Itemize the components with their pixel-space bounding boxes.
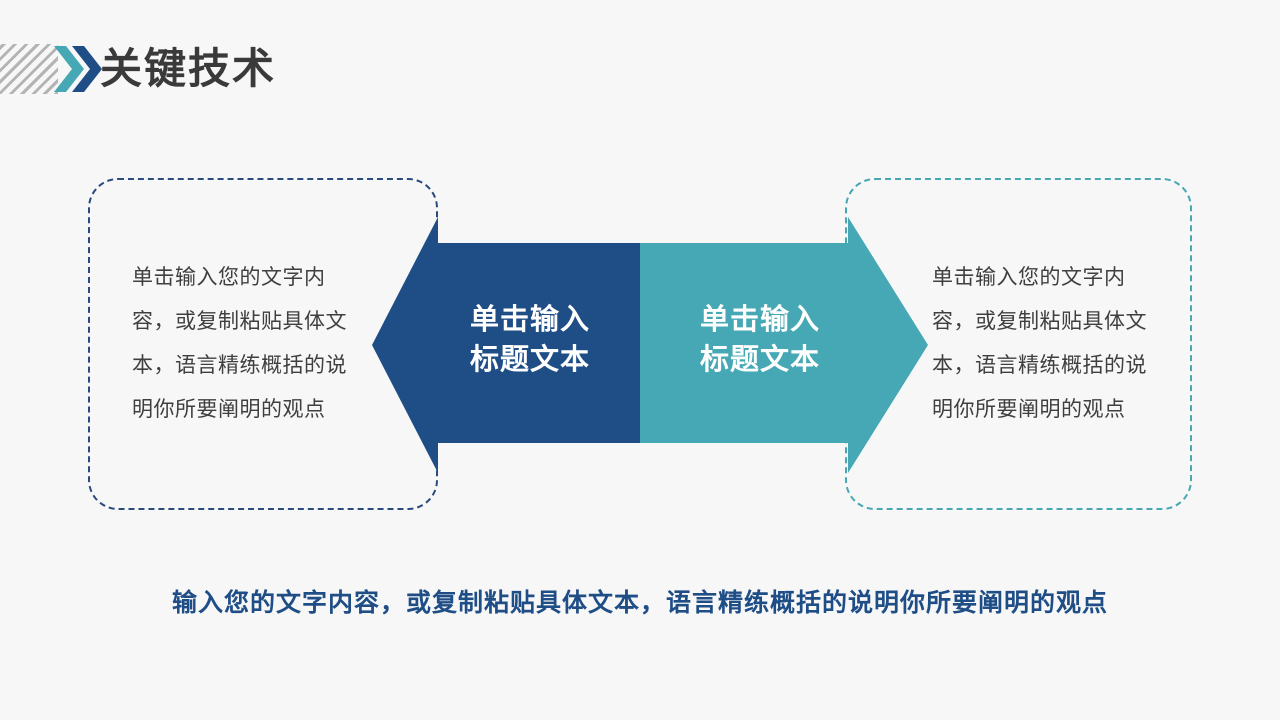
left-description-text: 单击输入您的文字内容，或复制粘贴具体文本，语言精练概括的说明你所要阐明的观点 [132,266,347,421]
right-arrow-label: 单击输入 标题文本 [699,304,820,376]
left-description-box: 单击输入您的文字内容，或复制粘贴具体文本，语言精练概括的说明你所要阐明的观点 [88,178,438,510]
page-title: 关键技术 [100,45,277,92]
arrows-svg [372,217,928,473]
bottom-caption: 输入您的文字内容，或复制粘贴具体文本，语言精练概括的说明你所要阐明的观点 [171,589,1108,617]
hatch-pattern-decoration [0,44,58,94]
double-chevron-icon [54,46,102,92]
right-arrow-shape [640,217,928,473]
left-arrow-label: 单击输入 标题文本 [469,304,590,376]
slide-header: 关键技术 [0,38,700,100]
chevron-icons [52,40,102,98]
left-arrow-shape [372,217,640,473]
opposing-arrows-graphic: 单击输入 标题文本 单击输入 标题文本 [360,210,940,480]
right-description-text: 单击输入您的文字内容，或复制粘贴具体文本，语言精练概括的说明你所要阐明的观点 [932,266,1147,421]
